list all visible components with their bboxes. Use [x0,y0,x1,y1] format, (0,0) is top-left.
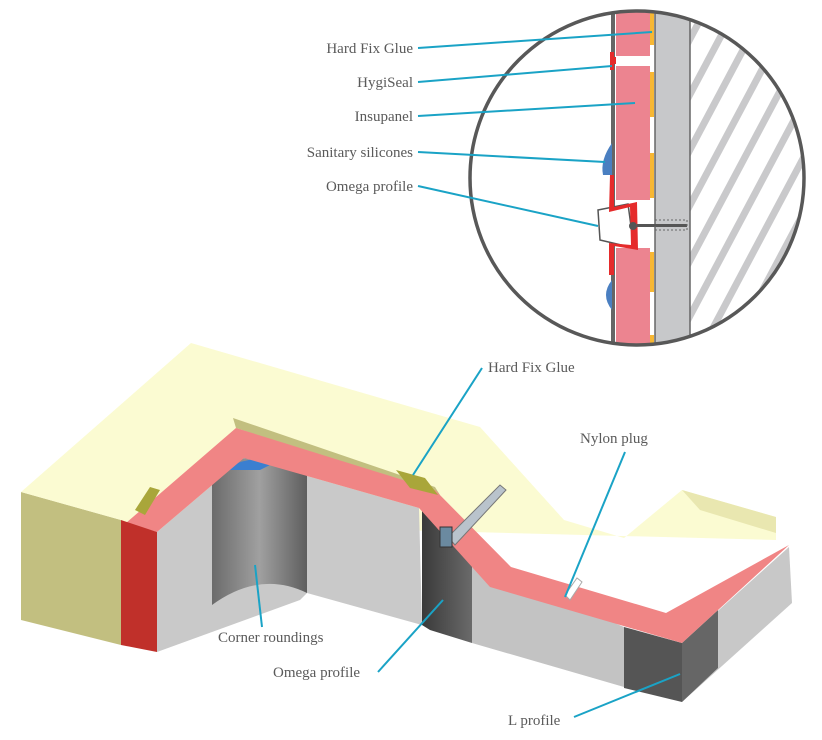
label-hygiseal: HygiSeal [357,75,413,91]
l-profile [624,627,682,702]
panel-edge-face [121,520,157,652]
panel-installation-3d [21,343,792,702]
label-sanitary-silicones: Sanitary silicones [307,145,413,161]
nylon-plug [564,577,583,601]
magnifier-ring [468,9,806,347]
nylon-plug-upper [447,484,507,546]
concrete-wall-hatch [690,11,804,345]
insupanel-section [616,11,650,345]
label-nylon-plug: Nylon plug [580,431,648,447]
label-l-profile: L profile [508,713,561,729]
label-hard-fix-glue-detail: Hard Fix Glue [326,41,413,57]
label-omega-profile: Omega profile [273,665,360,681]
substrate-wall [654,11,691,345]
screw [637,224,687,227]
label-corner-roundings: Corner roundings [218,630,324,646]
leader-lines [254,31,681,718]
detail-magnifier [468,9,806,347]
hard-fix-glue-3d [396,470,438,495]
sanitary-silicone-top [602,143,612,175]
label-omega-profile-detail: Omega profile [326,179,413,195]
wall-right [472,563,624,687]
label-insupanel: Insupanel [355,109,413,125]
hard-fix-glue-strips [650,11,654,345]
sanitary-silicone-bottom [606,280,612,310]
label-hard-fix-glue: Hard Fix Glue [488,360,575,376]
corner-rounding [212,456,307,605]
panel-side-face [21,492,121,645]
